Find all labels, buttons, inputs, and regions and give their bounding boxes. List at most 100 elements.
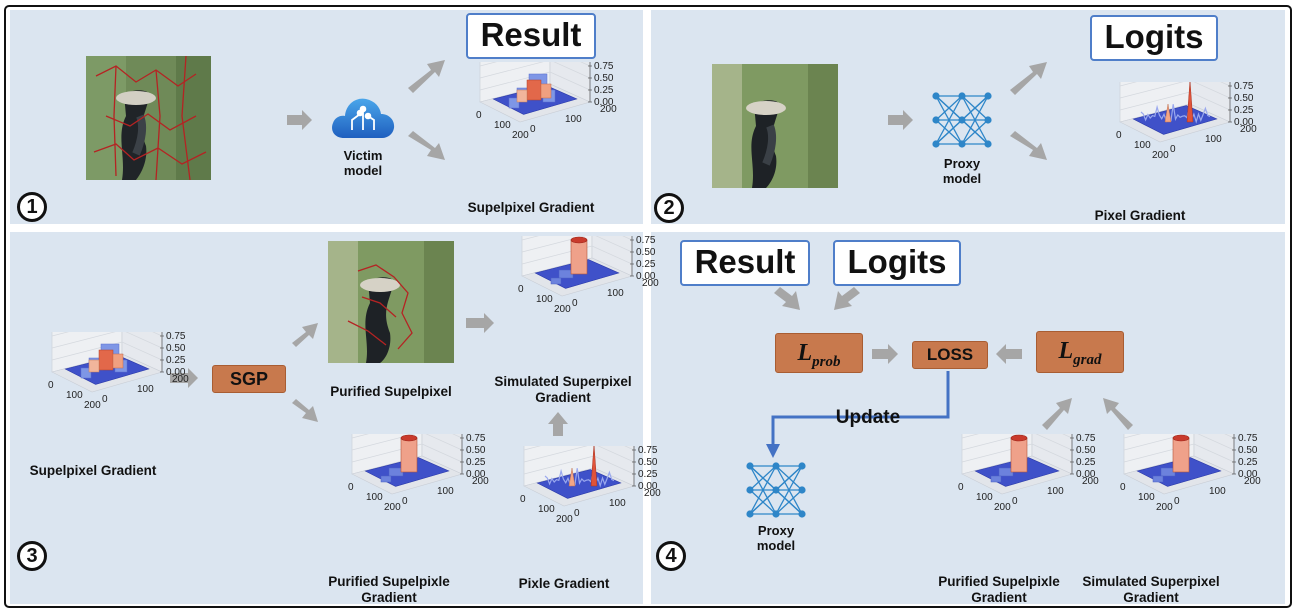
z-tick-label: 0.00	[1076, 469, 1096, 480]
y-tick-label: 200	[1244, 476, 1261, 487]
step-number-2: 2	[654, 193, 684, 223]
z-tick-label: 0.50	[638, 457, 658, 468]
logits-box-1: Logits	[1090, 15, 1218, 61]
arrow-victim-to-gradient	[408, 131, 445, 160]
z-tick-label: 0.00	[638, 481, 658, 492]
y-tick-label: 0	[402, 496, 408, 507]
result-box-1: Result	[466, 13, 596, 59]
z-tick-label: 0.25	[466, 457, 486, 468]
sgp-box: SGP	[212, 365, 286, 393]
x-tick-label: 100	[1134, 140, 1151, 151]
bird-superpixel-art	[86, 56, 211, 180]
z-tick-label: 0.25	[636, 259, 656, 270]
x-tick-label: 0	[48, 380, 54, 391]
proxy-model-label: Proxy model	[942, 156, 982, 186]
arrow-image-to-proxy	[888, 110, 913, 130]
panel-3	[10, 232, 643, 604]
z-tick-label: 0.00	[466, 469, 486, 480]
y-tick-label: 100	[137, 384, 154, 395]
update-arrow-line	[771, 371, 950, 446]
arrow-sgp-to-purified	[292, 323, 318, 347]
victim-model-label: Victim model	[343, 148, 383, 178]
z-tick-label: 0.25	[1234, 105, 1254, 116]
plot-frame	[1119, 82, 1232, 143]
arrow-victim-to-result	[408, 60, 445, 93]
lprob-subscript: prob	[812, 353, 841, 370]
arrow-result-to-lprob	[774, 287, 800, 310]
step-number-4: 4	[656, 541, 686, 571]
z-tick-label: 0.75	[636, 236, 656, 246]
y-tick-label: 0	[1174, 496, 1180, 507]
z-tick-label: 0.00	[1234, 117, 1254, 128]
arrow-lprob-to-loss	[872, 344, 898, 364]
superpixel-gradient-caption-2: Supelpixel Gradient	[29, 463, 157, 478]
y-tick-label: 100	[1047, 486, 1064, 497]
z-tick-label: 0.75	[1234, 82, 1254, 92]
y-tick-label: 100	[565, 114, 582, 125]
lprob-box: Lprob	[775, 333, 863, 373]
y-tick-label: 100	[1205, 134, 1222, 145]
z-tick-label: 0.75	[1238, 434, 1258, 444]
y-tick-label: 100	[437, 486, 454, 497]
step-number-1: 1	[17, 192, 47, 222]
y-tick-label: 200	[644, 488, 661, 499]
arrow-purified-to-lgrad	[1042, 398, 1072, 430]
y-tick-label: 200	[600, 104, 617, 115]
z-tick-label: 0.50	[594, 73, 614, 84]
x-tick-label: 100	[536, 294, 553, 305]
z-tick-label: 0.50	[636, 247, 656, 258]
y-tick-label: 0	[530, 124, 536, 135]
proxy-model-label-2: Proxy model	[756, 523, 796, 553]
bird-image	[712, 64, 838, 188]
plot-frame	[51, 332, 164, 393]
y-tick-label: 0	[102, 394, 108, 405]
x-tick-label: 100	[494, 120, 511, 131]
plot-frame	[521, 236, 634, 297]
pixel-gradient-caption: Pixel Gradient	[1094, 208, 1186, 223]
y-tick-label: 200	[1082, 476, 1099, 487]
bird-superpixel-image	[86, 56, 211, 180]
superpixel-gradient-caption: Supelpixel Gradient	[467, 200, 595, 215]
lgrad-box: Lgrad	[1036, 331, 1124, 373]
simulated-gradient-caption: Simulated Superpixel Gradient	[494, 374, 632, 405]
plot-frame	[1123, 434, 1236, 495]
x-tick-label: 200	[1152, 150, 1169, 161]
z-tick-label: 0.25	[166, 355, 186, 366]
arrow-proxy-to-logits	[1010, 62, 1047, 95]
purified-superpixel-caption: Purified Supelpixel	[330, 384, 452, 399]
lgrad-subscript: grad	[1073, 351, 1102, 368]
x-tick-label: 200	[84, 400, 101, 411]
arrow-logits-to-lprob	[834, 287, 860, 310]
arrow-sgp-to-purified-gradient	[292, 399, 318, 422]
x-tick-label: 100	[366, 492, 383, 503]
step-number-3: 3	[17, 541, 47, 571]
y-tick-label: 100	[609, 498, 626, 509]
purified-bird-art	[328, 241, 454, 363]
proxy-network-icon-2	[746, 462, 806, 518]
lgrad-symbol: L	[1058, 338, 1074, 364]
logits-box-2: Logits	[833, 240, 961, 286]
y-tick-label: 0	[1012, 496, 1018, 507]
update-label: Update	[835, 407, 901, 428]
plot-frame	[479, 62, 592, 123]
x-tick-label: 0	[518, 284, 524, 295]
z-tick-label: 0.75	[594, 62, 614, 72]
z-tick-label: 0.50	[1076, 445, 1096, 456]
arrow-lgrad-to-loss	[996, 344, 1022, 364]
x-tick-label: 0	[520, 494, 526, 505]
y-tick-label: 0	[572, 298, 578, 309]
z-tick-label: 0.50	[1234, 93, 1254, 104]
plot-frame	[523, 446, 636, 507]
z-tick-label: 0.25	[594, 85, 614, 96]
z-tick-label: 0.25	[1076, 457, 1096, 468]
bird-art	[712, 64, 838, 188]
z-tick-label: 0.50	[466, 445, 486, 456]
y-tick-label: 0	[574, 508, 580, 519]
lprob-symbol: L	[797, 340, 813, 366]
